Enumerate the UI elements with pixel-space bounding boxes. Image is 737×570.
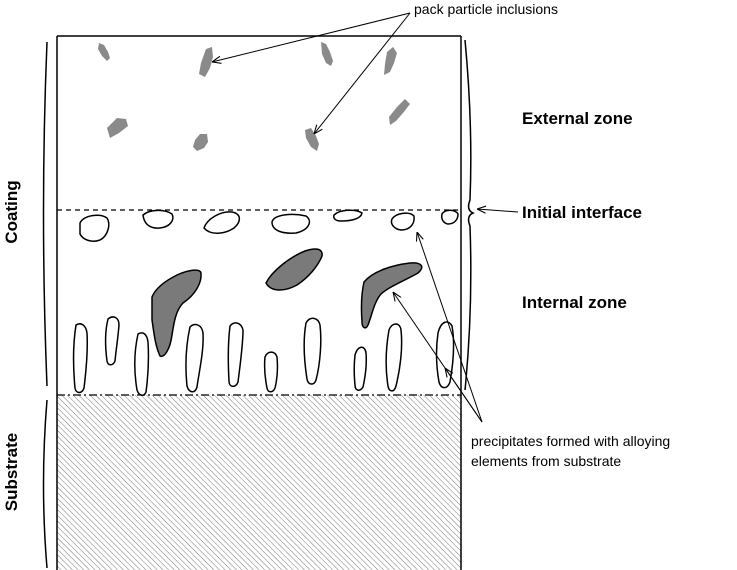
interface-arrow	[477, 209, 519, 212]
interface-particle	[271, 213, 311, 234]
precipitate	[265, 248, 323, 291]
columnar-pore	[353, 346, 367, 391]
interface-particle	[333, 209, 363, 222]
coating-label: Coating	[2, 180, 21, 243]
substrate-label: Substrate	[2, 433, 21, 511]
right-zone-brace	[464, 39, 475, 391]
columnar-pore	[134, 332, 150, 396]
precipitate-arrow	[445, 368, 483, 423]
interface-particle	[390, 212, 415, 231]
precipitate-arrow	[417, 232, 483, 423]
dark-precipitates	[151, 248, 423, 358]
inclusion	[98, 43, 110, 61]
inclusion	[305, 128, 319, 151]
inclusion	[199, 47, 213, 77]
interface-particles	[79, 209, 459, 242]
precipitates-label-line1: precipitates formed with alloying	[471, 433, 670, 449]
substrate-region	[57, 395, 461, 570]
coating-outline	[56, 35, 462, 570]
columnar-pore	[385, 323, 403, 392]
precipitate	[360, 262, 423, 329]
interface-particle	[441, 209, 459, 225]
columnar-pore	[185, 323, 204, 393]
precipitate	[151, 269, 202, 358]
pack-particle-inclusions	[98, 42, 410, 151]
external-zone-label: External zone	[522, 109, 633, 128]
inclusion	[193, 134, 208, 151]
pack-particle-inclusions-label: pack particle inclusions	[414, 1, 558, 17]
coating-bracket	[42, 41, 48, 387]
precipitates-label-line2: elements from substrate	[471, 453, 621, 469]
interface-particle	[203, 211, 241, 234]
inclusion	[389, 99, 410, 125]
inclusion	[321, 42, 333, 66]
inclusion-arrow	[314, 12, 411, 134]
inclusion	[384, 47, 397, 75]
columnar-pore	[227, 322, 244, 388]
columnar-pore	[303, 317, 322, 385]
interface-particle	[79, 214, 110, 242]
leader-arrows	[212, 12, 519, 423]
columnar-pore	[263, 351, 279, 393]
columnar-pores	[72, 316, 455, 396]
interface-particle	[142, 209, 174, 229]
substrate-bracket	[42, 399, 48, 569]
inclusion-arrow	[212, 12, 411, 62]
inclusion	[107, 118, 128, 138]
internal-zone-label: Internal zone	[522, 293, 627, 312]
columnar-pore	[72, 323, 88, 394]
initial-interface-label: Initial interface	[522, 203, 642, 222]
columnar-pore	[104, 316, 120, 366]
